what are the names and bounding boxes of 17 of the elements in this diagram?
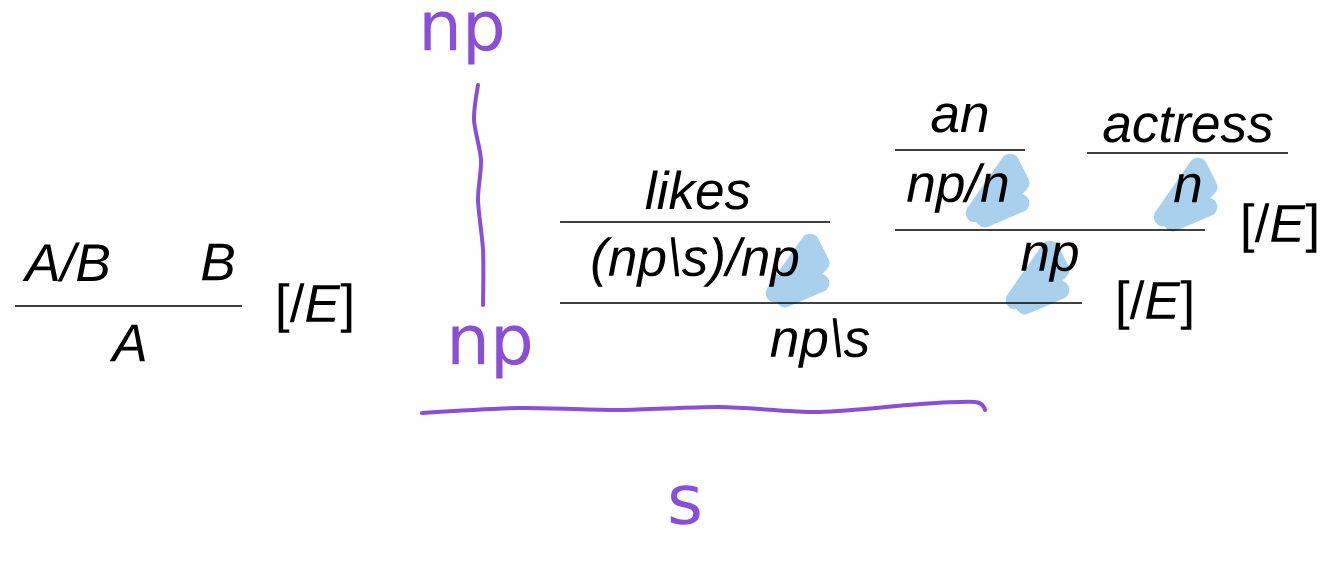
handwritten-text: np — [452, 325, 531, 379]
formula-text: np/n — [907, 163, 1008, 213]
formula-text: B — [201, 243, 234, 281]
formula-text: np\s — [770, 318, 870, 368]
formula-text: (np\s)/np — [592, 237, 799, 287]
formula-text: A/B — [22, 242, 109, 282]
formula-text: actress — [1103, 107, 1273, 143]
formula-text: np — [1021, 242, 1078, 282]
formula-text: A — [109, 324, 145, 362]
formula-text: n — [1174, 173, 1201, 203]
rule-name: [/E] — [1118, 280, 1192, 330]
rule-name: [/E] — [1243, 203, 1317, 253]
formula-text: an — [931, 103, 988, 133]
handwritten-text: np — [424, 11, 503, 65]
handwritten-text: s — [670, 485, 700, 525]
rule-name: [/E] — [278, 283, 352, 333]
formula-text: likes — [645, 170, 751, 210]
